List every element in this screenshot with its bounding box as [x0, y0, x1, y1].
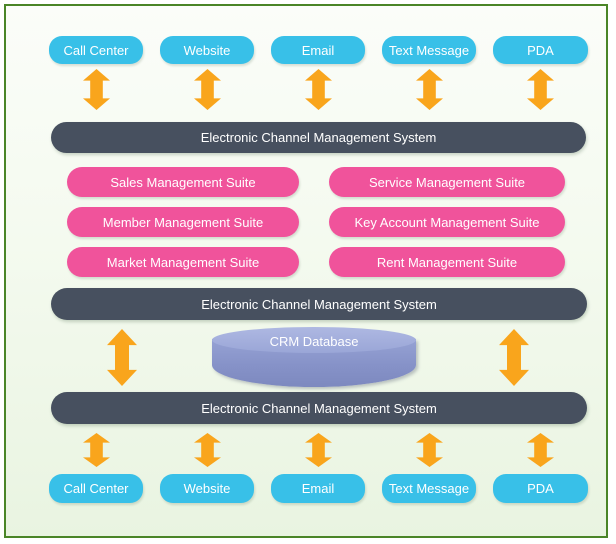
- double-arrow-icon: [83, 69, 110, 110]
- suite-box-member: Member Management Suite: [67, 207, 299, 237]
- double-arrow-icon: [305, 433, 332, 467]
- channel-box-call-center-top: Call Center: [49, 36, 143, 64]
- database-cylinder-top: [212, 327, 416, 353]
- channel-box-text-message-top: Text Message: [382, 36, 476, 64]
- crm-database-cylinder: CRM Database: [212, 327, 416, 387]
- channel-box-email-bottom: Email: [271, 474, 365, 503]
- crm-database-label: CRM Database: [269, 334, 359, 349]
- diagram-canvas: Call Center Website Email Text Message P…: [4, 4, 608, 538]
- double-arrow-icon: [194, 433, 221, 467]
- suite-box-sales: Sales Management Suite: [67, 167, 299, 197]
- double-arrow-icon: [107, 329, 137, 386]
- suite-box-key-account: Key Account Management Suite: [329, 207, 565, 237]
- channel-box-website-bottom: Website: [160, 474, 254, 503]
- double-arrow-icon: [305, 69, 332, 110]
- system-bar-middle: Electronic Channel Management System: [51, 288, 587, 320]
- channel-box-call-center-bottom: Call Center: [49, 474, 143, 503]
- double-arrow-icon: [194, 69, 221, 110]
- channel-box-website-top: Website: [160, 36, 254, 64]
- double-arrow-icon: [416, 433, 443, 467]
- suite-box-service: Service Management Suite: [329, 167, 565, 197]
- channel-box-email-top: Email: [271, 36, 365, 64]
- double-arrow-icon: [527, 433, 554, 467]
- double-arrow-icon: [416, 69, 443, 110]
- double-arrow-icon: [499, 329, 529, 386]
- double-arrow-icon: [527, 69, 554, 110]
- system-bar-top: Electronic Channel Management System: [51, 122, 586, 153]
- system-bar-bottom: Electronic Channel Management System: [51, 392, 587, 424]
- channel-box-pda-top: PDA: [493, 36, 588, 64]
- channel-box-text-message-bottom: Text Message: [382, 474, 476, 503]
- double-arrow-icon: [83, 433, 110, 467]
- channel-box-pda-bottom: PDA: [493, 474, 588, 503]
- suite-box-market: Market Management Suite: [67, 247, 299, 277]
- suite-box-rent: Rent Management Suite: [329, 247, 565, 277]
